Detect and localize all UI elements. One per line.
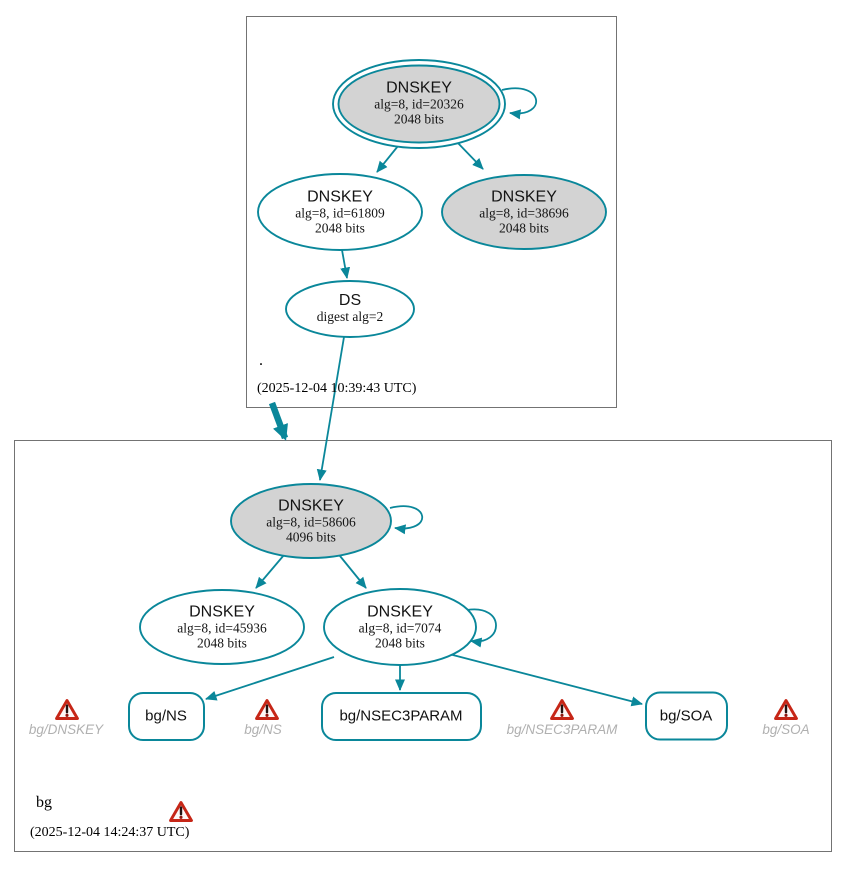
warning-label-bg-dnskey: bg/DNSKEY <box>28 722 104 737</box>
dnskey-7074-title: DNSKEY <box>367 603 433 621</box>
edge-ksk20326-to-key38696 <box>455 140 484 170</box>
ds-node[interactable] <box>285 280 415 338</box>
dnskey-45936-bits: 2048 bits <box>197 635 247 651</box>
warning-label-bg-nsec3param: bg/NSEC3PARAM <box>506 722 618 737</box>
dnskey-38696-alg: alg=8, id=38696 <box>479 205 569 221</box>
dnskey-58606-node[interactable] <box>230 483 392 559</box>
dnskey-58606-title: DNSKEY <box>278 497 344 515</box>
dnskey-45936-alg: alg=8, id=45936 <box>177 620 267 636</box>
warning-icon-bg-soa[interactable] <box>774 698 798 721</box>
bg-zone-box <box>14 440 832 852</box>
dnskey-45936-title: DNSKEY <box>189 603 255 621</box>
dnskey-58606-label: DNSKEY alg=8, id=58606 4096 bits <box>266 498 355 545</box>
dnskey-38696-title: DNSKEY <box>491 188 557 206</box>
rrset-bg-nsec3param-label: bg/NSEC3PARAM <box>339 707 463 725</box>
dnskey-7074-label: DNSKEY alg=8, id=7074 2048 bits <box>359 604 442 651</box>
warning-label-bg-ns: bg/NS <box>244 722 282 737</box>
dnskey-20326-alg: alg=8, id=20326 <box>374 96 464 112</box>
rrset-bg-nsec3param-node[interactable] <box>321 692 482 741</box>
dnskey-38696-bits: 2048 bits <box>499 220 549 236</box>
edge-ksk58606-to-zsk45936 <box>255 554 285 589</box>
dnskey-61809-node[interactable] <box>257 173 423 251</box>
dnskey-7074-bits: 2048 bits <box>375 635 425 651</box>
self-loop-zsk7074 <box>466 608 497 648</box>
rrset-bg-ns-label: bg/NS <box>145 707 187 725</box>
bg-zone-timestamp: (2025-12-04 14:24:37 UTC) <box>30 825 190 840</box>
self-loop-ksk20326 <box>501 87 538 120</box>
dnskey-45936-node[interactable] <box>139 589 305 665</box>
warning-icon-bg-nsec3param[interactable] <box>550 698 574 721</box>
ds-title: DS <box>338 292 362 309</box>
dnskey-58606-alg: alg=8, id=58606 <box>266 514 356 530</box>
edge-zsk7074-to-soa <box>448 653 643 707</box>
edge-ksk58606-to-zsk7074 <box>339 555 367 589</box>
dnskey-38696-node[interactable] <box>441 174 607 250</box>
edge-zsk61809-to-ds <box>340 249 351 279</box>
root-zone-box <box>246 16 617 408</box>
dnskey-61809-bits: 2048 bits <box>315 220 365 236</box>
self-loop-ksk58606 <box>389 505 424 535</box>
dnskey-20326-label: DNSKEY alg=8, id=20326 2048 bits <box>374 80 463 127</box>
dnskey-38696-label: DNSKEY alg=8, id=38696 2048 bits <box>479 189 568 236</box>
warning-label-bg-soa: bg/SOA <box>762 722 810 737</box>
dnskey-20326-bits: 2048 bits <box>394 111 444 127</box>
bg-zone-name: bg <box>36 794 52 811</box>
edge-ds-to-bg-ksk <box>316 336 345 481</box>
warning-icon-bg-zone[interactable] <box>169 800 193 823</box>
ds-digest: digest alg=2 <box>316 309 384 324</box>
ds-label: DS digest alg=2 <box>317 292 383 324</box>
root-zone-timestamp: (2025-12-04 10:39:43 UTC) <box>257 381 417 396</box>
dnskey-7074-node[interactable] <box>323 588 477 666</box>
dnskey-61809-title: DNSKEY <box>307 188 373 206</box>
rrset-bg-ns-node[interactable] <box>128 692 205 741</box>
edge-zsk7074-to-ns <box>205 656 335 701</box>
dnskey-45936-label: DNSKEY alg=8, id=45936 2048 bits <box>177 604 266 651</box>
dnskey-20326-title: DNSKEY <box>386 79 452 97</box>
dnskey-20326-node[interactable] <box>337 64 501 144</box>
dnskey-58606-bits: 4096 bits <box>286 529 336 545</box>
warning-icon-bg-dnskey[interactable] <box>55 698 79 721</box>
warning-icon-bg-ns[interactable] <box>255 698 279 721</box>
dnskey-61809-label: DNSKEY alg=8, id=61809 2048 bits <box>295 189 384 236</box>
dnskey-7074-alg: alg=8, id=7074 <box>358 620 442 636</box>
root-zone-name: . <box>259 352 263 369</box>
edge-ksk20326-to-zsk61809 <box>376 145 399 173</box>
delegation-arrow-root-to-bg <box>268 401 289 441</box>
rrset-bg-soa-label: bg/SOA <box>659 707 713 725</box>
rrset-bg-soa-node[interactable] <box>645 691 728 741</box>
dnskey-61809-alg: alg=8, id=61809 <box>295 205 385 221</box>
